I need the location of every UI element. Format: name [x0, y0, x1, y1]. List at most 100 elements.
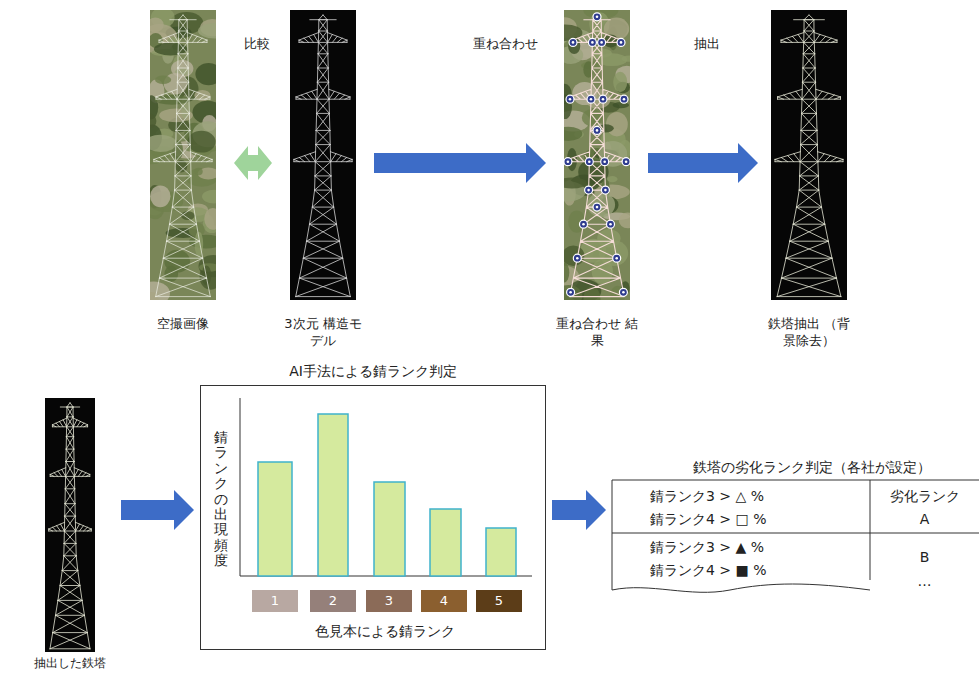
match-point	[598, 38, 606, 46]
frequency-bar	[318, 414, 348, 576]
frequency-bar	[258, 462, 292, 576]
vegetation	[150, 282, 170, 301]
color-swatch: 3	[366, 590, 412, 612]
block-arrow	[121, 490, 194, 530]
tower-picture	[564, 10, 630, 300]
match-point-center	[600, 41, 603, 44]
vegetation	[204, 208, 216, 230]
vegetation	[607, 176, 618, 182]
edge-label: 比較	[197, 36, 317, 53]
vegetation	[150, 185, 170, 207]
vegetation	[606, 112, 628, 136]
caption: 3次元 構造モデル	[278, 316, 368, 350]
table-cell: A	[870, 510, 979, 528]
tower-lattice	[154, 15, 212, 297]
structure-model: 3次元 構造モデル	[278, 8, 368, 358]
extracted-tower: 鉄塔抽出 （背景除去）	[764, 8, 854, 358]
match-point	[619, 288, 627, 296]
table-cell: 錆ランク4 > □ %	[650, 510, 850, 528]
rank-number: 4	[421, 590, 467, 612]
match-point	[580, 220, 588, 228]
table-rule	[612, 480, 979, 592]
match-point	[566, 95, 574, 103]
aerial-photo: 空撮画像	[138, 8, 228, 358]
photo-ground	[45, 398, 95, 652]
chart-axis	[240, 398, 532, 576]
match-point-center	[615, 257, 618, 260]
table-cell: 錆ランク4 > ■ %	[650, 561, 850, 579]
match-point	[588, 38, 596, 46]
match-point-center	[582, 223, 585, 226]
vegetation	[150, 114, 156, 128]
match-point-center	[620, 41, 623, 44]
vegetation	[150, 135, 176, 152]
vegetation	[150, 17, 164, 32]
match-point	[593, 203, 601, 211]
vegetation	[195, 168, 203, 176]
match-point	[601, 158, 609, 166]
color-swatch: 5	[476, 590, 522, 612]
frequency-bar	[430, 509, 461, 576]
match-point-center	[587, 189, 590, 192]
match-point	[622, 158, 630, 166]
axis-label: 錆ランクの出現頻度	[214, 430, 228, 569]
match-point	[613, 254, 621, 262]
match-point	[564, 158, 572, 166]
match-point	[620, 95, 628, 103]
match-point	[585, 158, 593, 166]
caption: 鉄塔抽出 （背景除去）	[764, 316, 854, 350]
vegetation	[198, 23, 216, 39]
match-point-center	[604, 189, 607, 192]
vegetation	[202, 190, 216, 204]
edge-label: 重ね合わせ	[445, 36, 565, 53]
tower-picture	[150, 10, 216, 300]
extracted-tower: 抽出した鉄塔	[25, 396, 115, 678]
match-point	[593, 13, 601, 21]
photo-ground	[290, 10, 356, 300]
table-cell: …	[870, 572, 979, 590]
vegetation	[195, 63, 216, 85]
block-arrow	[374, 143, 546, 183]
caption: 抽出した鉄塔	[25, 656, 115, 672]
photo-ground	[564, 10, 630, 300]
match-point	[573, 254, 581, 262]
chart-panel: AI手法による錆ランク判定 12345 錆ランクの出現頻度色見本による錆ランク	[200, 360, 546, 651]
match-point-center	[590, 98, 593, 101]
match-point-center	[569, 98, 572, 101]
match-point-center	[569, 291, 572, 294]
match-point	[607, 220, 615, 228]
vegetation	[181, 211, 195, 220]
vegetation	[164, 266, 178, 282]
axis-label: 色見本による錆ランク	[285, 622, 485, 640]
vegetation	[187, 131, 215, 153]
match-point-center	[602, 98, 605, 101]
block-arrow	[552, 490, 606, 530]
match-point-center	[576, 257, 579, 260]
rank-number: 2	[310, 590, 356, 612]
match-point-center	[623, 98, 626, 101]
frequency-bar	[486, 528, 516, 576]
match-point-center	[603, 160, 606, 163]
match-point-center	[596, 129, 599, 132]
match-point	[567, 288, 575, 296]
match-point-center	[609, 223, 612, 226]
vegetation	[564, 263, 569, 283]
vegetation	[155, 75, 171, 84]
table-cell: B	[870, 548, 979, 566]
tower-lattice	[775, 15, 843, 297]
tower-lattice	[568, 15, 626, 297]
color-swatch: 1	[252, 590, 298, 612]
vegetation	[619, 213, 630, 229]
tower-lattice	[49, 403, 92, 649]
caption: 空撮画像	[138, 316, 228, 333]
match-point	[617, 38, 625, 46]
panel-heading: AI手法による錆ランク判定	[200, 362, 546, 380]
table-cell: 錆ランク3 > ▲ %	[650, 538, 850, 556]
vegetation	[587, 192, 615, 217]
frequency-bar	[374, 482, 405, 576]
match-point-center	[625, 160, 628, 163]
vegetation	[621, 56, 630, 62]
rank-number: 5	[476, 590, 522, 612]
rank-number: 1	[252, 590, 298, 612]
